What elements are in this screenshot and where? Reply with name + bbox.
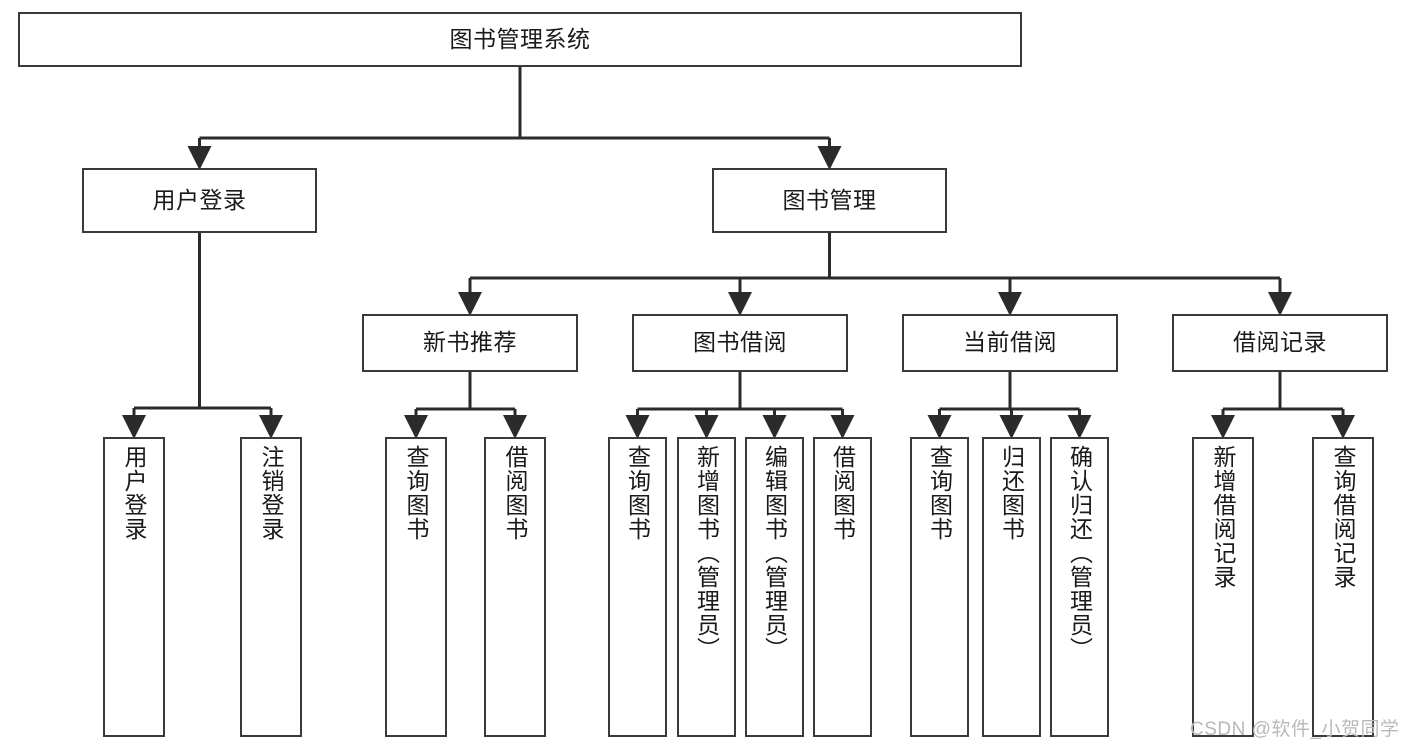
leaf-node-3[interactable]: 查询图书 <box>385 437 447 737</box>
leaf-node-4[interactable]: 借阅图书 <box>484 437 546 737</box>
level3-node-2[interactable]: 图书借阅 <box>632 314 848 372</box>
leaf-node-13-label: 查询借阅记录 <box>1330 445 1357 589</box>
leaf-node-2-label: 注销登录 <box>258 445 285 541</box>
leaf-node-11[interactable]: 确认归还（管理员） <box>1050 437 1109 737</box>
leaf-node-12-label: 新增借阅记录 <box>1210 445 1237 589</box>
level2-node-1[interactable]: 用户登录 <box>82 168 317 233</box>
leaf-node-6[interactable]: 新增图书（管理员） <box>677 437 736 737</box>
leaf-node-10-label: 归还图书 <box>998 445 1025 541</box>
level3-node-3[interactable]: 当前借阅 <box>902 314 1118 372</box>
leaf-node-5-label: 查询图书 <box>624 445 651 541</box>
csdn-watermark: CSDN @软件_小贺同学 <box>1190 719 1400 740</box>
leaf-node-9[interactable]: 查询图书 <box>910 437 969 737</box>
level3-node-1-label: 新书推荐 <box>423 329 517 356</box>
level2-node-1-label: 用户登录 <box>152 186 247 213</box>
leaf-node-5[interactable]: 查询图书 <box>608 437 667 737</box>
leaf-node-10[interactable]: 归还图书 <box>982 437 1041 737</box>
leaf-node-3-label: 查询图书 <box>403 445 430 541</box>
leaf-node-7[interactable]: 编辑图书（管理员） <box>745 437 804 737</box>
leaf-node-9-label: 查询图书 <box>926 445 953 541</box>
root-node-book-management-system-label: 图书管理系统 <box>449 25 591 52</box>
leaf-node-12[interactable]: 新增借阅记录 <box>1192 437 1254 737</box>
leaf-node-7-label: 编辑图书（管理员） <box>761 445 788 661</box>
leaf-node-1[interactable]: 用户登录 <box>103 437 165 737</box>
leaf-node-11-label: 确认归还（管理员） <box>1066 445 1093 661</box>
level3-node-3-label: 当前借阅 <box>963 329 1057 356</box>
level3-node-4[interactable]: 借阅记录 <box>1172 314 1388 372</box>
leaf-node-8-label: 借阅图书 <box>829 445 856 541</box>
leaf-node-6-label: 新增图书（管理员） <box>693 445 720 661</box>
level3-node-1[interactable]: 新书推荐 <box>362 314 578 372</box>
level3-node-4-label: 借阅记录 <box>1233 329 1327 356</box>
level3-node-2-label: 图书借阅 <box>693 329 787 356</box>
leaf-node-4-label: 借阅图书 <box>502 445 529 541</box>
leaf-node-8[interactable]: 借阅图书 <box>813 437 872 737</box>
root-node-book-management-system[interactable]: 图书管理系统 <box>18 12 1022 67</box>
level2-node-2[interactable]: 图书管理 <box>712 168 947 233</box>
leaf-node-13[interactable]: 查询借阅记录 <box>1312 437 1374 737</box>
level2-node-2-label: 图书管理 <box>782 186 877 213</box>
leaf-node-1-label: 用户登录 <box>121 445 148 541</box>
leaf-node-2[interactable]: 注销登录 <box>240 437 302 737</box>
